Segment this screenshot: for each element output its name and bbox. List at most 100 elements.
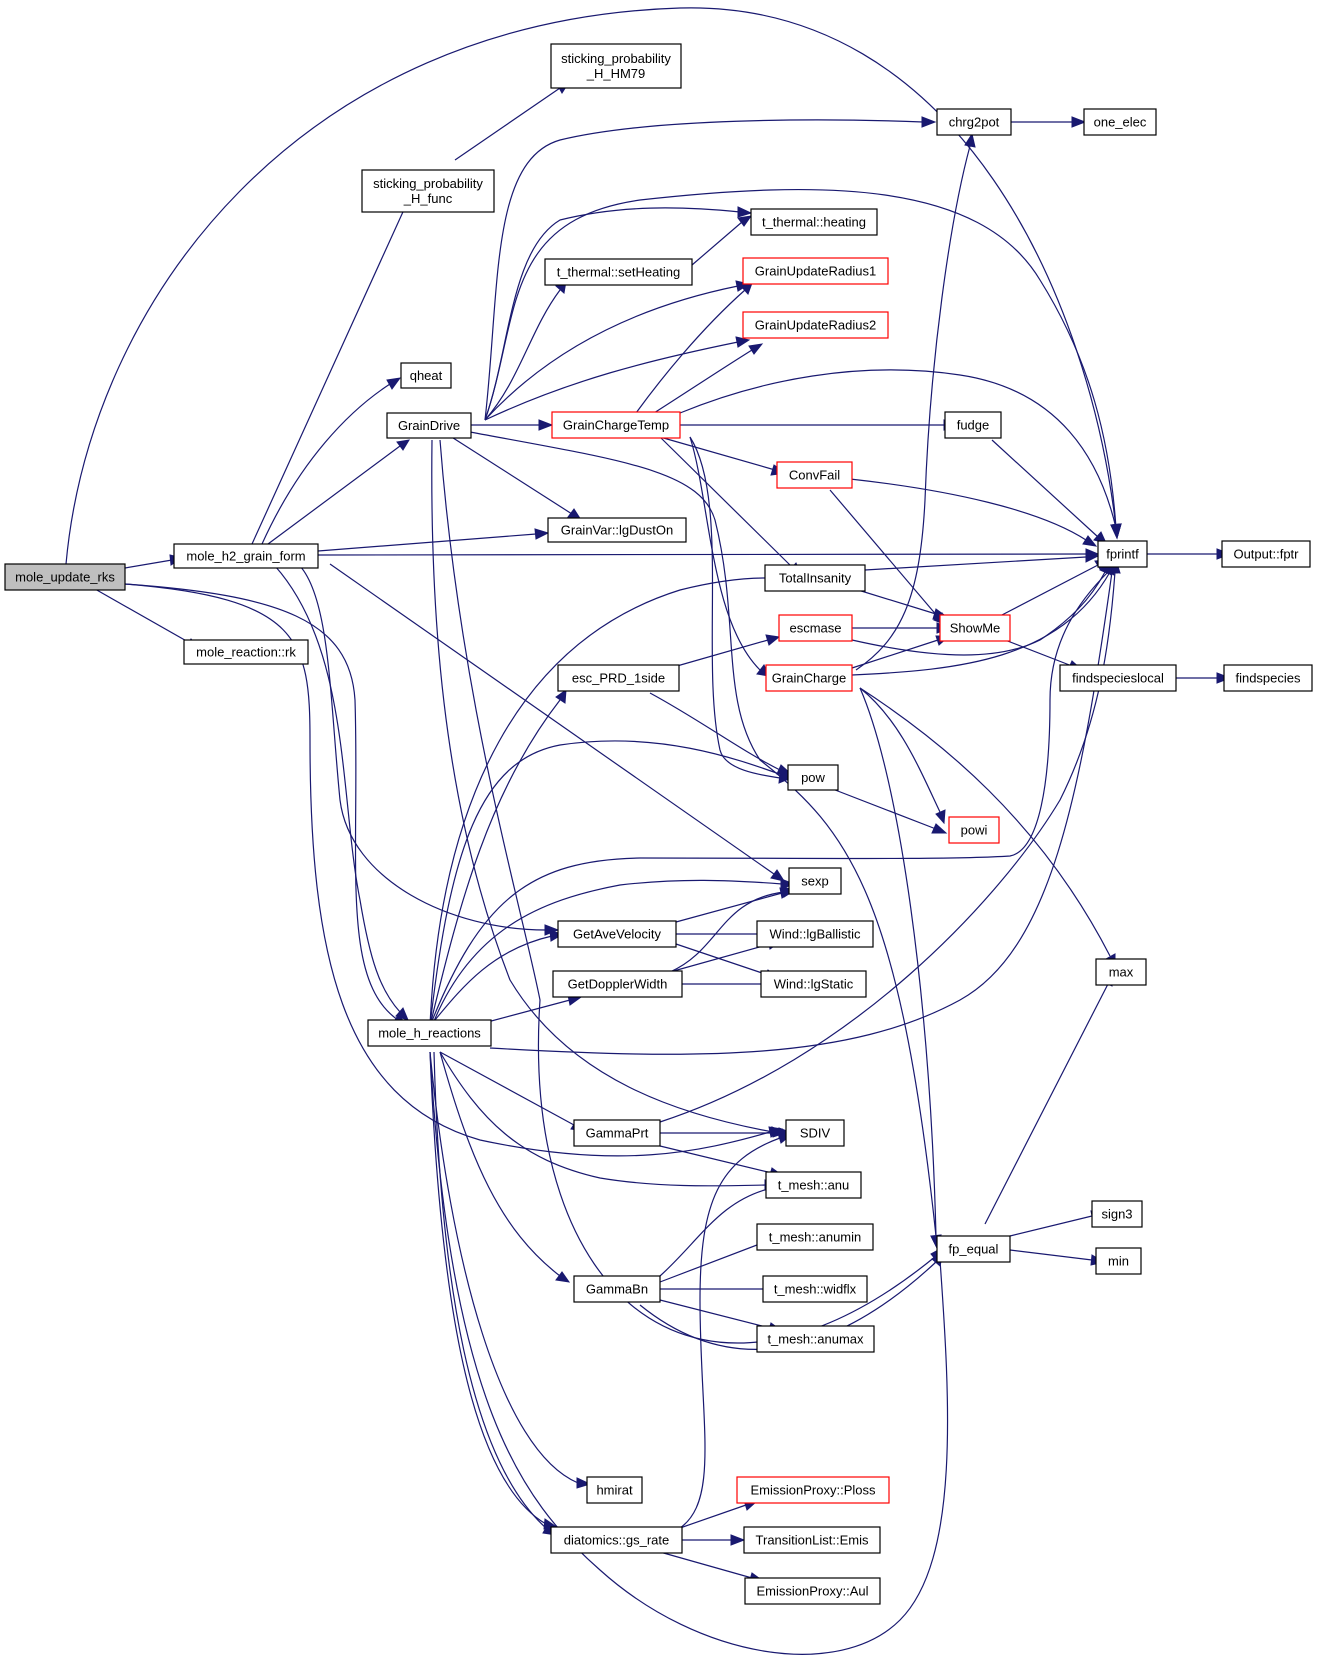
node-output-fptr[interactable]: Output::fptr — [1221, 540, 1311, 568]
node-mole-h-reactions[interactable]: mole_h_reactions — [367, 1019, 492, 1047]
node-mole-update-rks[interactable]: mole_update_rks — [4, 563, 126, 591]
node-box — [765, 664, 853, 692]
node-sdiv[interactable]: SDIV — [785, 1119, 845, 1147]
edge-mole-h2-grain-form-sticking-func — [251, 178, 418, 545]
node-grainupdateradius2[interactable]: GrainUpdateRadius2 — [742, 311, 889, 339]
node-box — [1223, 664, 1313, 692]
node-escmase[interactable]: escmase — [778, 614, 853, 642]
node-emissionproxy-aul[interactable]: EmissionProxy::Aul — [744, 1577, 881, 1605]
node-emissionproxy-ploss[interactable]: EmissionProxy::Ploss — [736, 1476, 890, 1504]
node-label: findspecies — [1235, 671, 1301, 686]
node-label: Wind::lgStatic — [774, 977, 854, 992]
node-box — [785, 1119, 845, 1147]
node-box — [762, 1275, 868, 1303]
node-label: GrainChargeTemp — [563, 418, 669, 433]
node-label: Wind::lgBallistic — [769, 927, 861, 942]
node-getdopplerwidth[interactable]: GetDopplerWidth — [552, 970, 683, 998]
node-fprintf[interactable]: fprintf — [1097, 540, 1148, 568]
edge-mole-h2-grain-form-fprintf — [317, 548, 1100, 560]
node-box — [361, 169, 495, 213]
node-convfail[interactable]: ConvFail — [776, 461, 853, 489]
node-grainchargetemp[interactable]: GrainChargeTemp — [551, 411, 681, 439]
node-pow[interactable]: pow — [787, 764, 839, 791]
node-label: sticking_probability — [561, 51, 671, 66]
node-t-thermal-heating[interactable]: t_thermal::heating — [750, 208, 878, 236]
function-nodes: mole_update_rks mole_h2_grain_form mole_re… — [4, 43, 1313, 1605]
edge-mole-h-reactions-sexp — [431, 878, 796, 1027]
node-t-mesh-anumin[interactable]: t_mesh::anumin — [756, 1223, 874, 1251]
node-mole-reaction-rk[interactable]: mole_reaction::rk — [183, 639, 309, 665]
node-label: ConvFail — [789, 468, 840, 483]
node-label: GrainUpdateRadius2 — [755, 318, 876, 333]
node-max[interactable]: max — [1095, 958, 1147, 986]
node-wind-lgstatic[interactable]: Wind::lgStatic — [760, 970, 867, 998]
node-fp-equal[interactable]: fp_equal — [936, 1235, 1011, 1263]
node-totalinsanity[interactable]: TotalInsanity — [764, 564, 866, 592]
node-box — [544, 258, 693, 286]
node-esc-prd-1side[interactable]: esc_PRD_1side — [557, 664, 680, 692]
node-box — [586, 1476, 643, 1504]
node-graincharge[interactable]: GrainCharge — [765, 664, 853, 692]
node-label: GrainUpdateRadius1 — [755, 264, 876, 279]
node-label: GammaBn — [586, 1282, 648, 1297]
node-showme[interactable]: ShowMe — [939, 614, 1011, 642]
node-grainupdateradius1[interactable]: GrainUpdateRadius1 — [742, 257, 889, 285]
node-t-mesh-anumax[interactable]: t_mesh::anumax — [756, 1325, 875, 1353]
node-box — [1221, 540, 1311, 568]
node-box — [756, 1223, 874, 1251]
node-label: t_mesh::anu — [778, 1178, 850, 1193]
node-gammaprt[interactable]: GammaPrt — [573, 1119, 661, 1147]
node-box — [547, 517, 687, 543]
node-label: GrainVar::lgDustOn — [561, 523, 673, 538]
node-fudge[interactable]: fudge — [944, 411, 1002, 439]
node-sign3[interactable]: sign3 — [1091, 1200, 1143, 1228]
edge-graincharge-showme — [851, 635, 951, 669]
node-chrg2pot[interactable]: chrg2pot — [936, 108, 1012, 136]
edge-chrg2pot-one-elec — [1010, 116, 1087, 128]
edge-graindrive-grainupdateradius1 — [484, 280, 751, 421]
node-t-mesh-widflx[interactable]: t_mesh::widflx — [762, 1275, 868, 1303]
node-box — [778, 614, 853, 642]
node-label: fprintf — [1106, 547, 1139, 562]
node-t-thermal-setheating[interactable]: t_thermal::setHeating — [544, 258, 693, 286]
node-label: powi — [961, 823, 988, 838]
node-box — [1059, 664, 1177, 692]
node-graindrive[interactable]: GrainDrive — [386, 412, 472, 439]
node-label: EmissionProxy::Aul — [757, 1584, 869, 1599]
node-min[interactable]: min — [1095, 1247, 1142, 1275]
node-label: GrainCharge — [772, 671, 846, 686]
node-sticking-probability-h-hm79[interactable]: sticking_probability_H_HM79 — [550, 43, 682, 89]
node-label: esc_PRD_1side — [572, 671, 665, 686]
edge-graincharge-powi — [859, 687, 946, 825]
node-gammabn[interactable]: GammaBn — [573, 1275, 661, 1303]
node-label: pow — [801, 770, 825, 785]
node-powi[interactable]: powi — [948, 816, 1000, 844]
node-grainvar-lgduston[interactable]: GrainVar::lgDustOn — [547, 517, 687, 543]
edge-gammaprt-t-mesh-anu — [659, 1145, 785, 1179]
node-t-mesh-anu[interactable]: t_mesh::anu — [765, 1171, 862, 1199]
edge-mole-h-reactions-totalinsanity — [429, 572, 780, 1027]
node-sexp[interactable]: sexp — [788, 867, 842, 895]
node-label: EmissionProxy::Ploss — [751, 1483, 876, 1498]
node-findspecies[interactable]: findspecies — [1223, 664, 1313, 692]
node-mole-h2-grain-form[interactable]: mole_h2_grain_form — [173, 543, 319, 569]
node-hmirat[interactable]: hmirat — [586, 1476, 643, 1504]
node-diatomics-gs-rate[interactable]: diatomics::gs_rate — [550, 1526, 683, 1554]
node-box — [756, 920, 874, 948]
node-one-elec[interactable]: one_elec — [1083, 108, 1157, 136]
edge-fp-equal-sign3 — [1009, 1210, 1106, 1237]
node-qheat[interactable]: qheat — [400, 362, 452, 389]
edge-mole-h2-grain-form-getavevelocity — [299, 565, 560, 936]
node-label: _H_HM79 — [586, 66, 646, 81]
node-findspecieslocal[interactable]: findspecieslocal — [1059, 664, 1177, 692]
node-label: mole_h_reactions — [378, 1026, 481, 1041]
node-wind-lgballistic[interactable]: Wind::lgBallistic — [756, 920, 874, 948]
node-box — [936, 108, 1012, 136]
node-label: fp_equal — [949, 1242, 999, 1257]
node-transitionlist-emis[interactable]: TransitionList::Emis — [743, 1526, 881, 1554]
node-getavevelocity[interactable]: GetAveVelocity — [557, 920, 677, 948]
node-label: GetAveVelocity — [573, 927, 661, 942]
node-sticking-probability-h-func[interactable]: sticking_probability_H_func — [361, 169, 495, 213]
edge-graincharge-temp-grainupdateradius2 — [653, 343, 764, 414]
